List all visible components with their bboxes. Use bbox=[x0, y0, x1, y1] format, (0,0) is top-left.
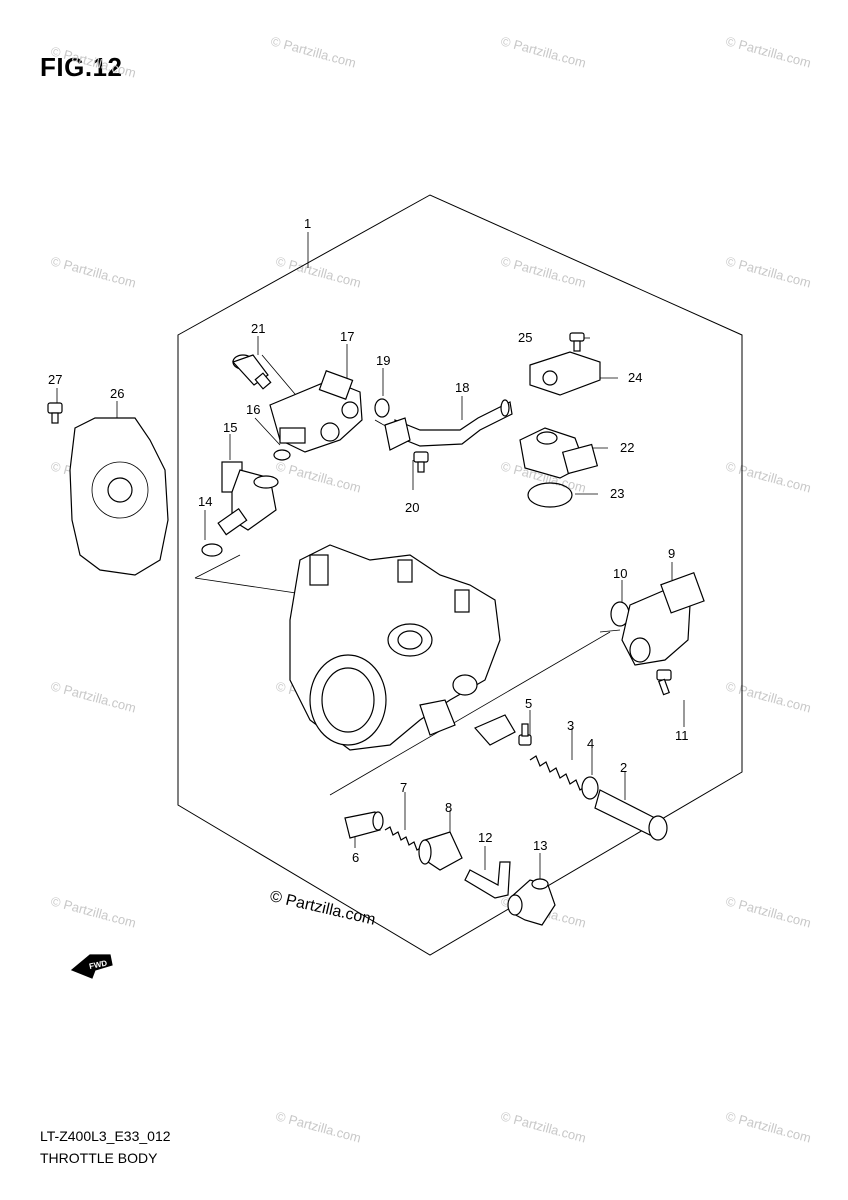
watermark: © Partzilla.com bbox=[499, 1108, 588, 1145]
callout-13: 13 bbox=[533, 838, 547, 853]
part-7-spring bbox=[384, 826, 423, 851]
assembly-outline bbox=[177, 194, 743, 956]
watermark: © Partzilla.com bbox=[49, 678, 138, 715]
watermark: © Partzilla.com bbox=[724, 678, 813, 715]
callout-1: 1 bbox=[304, 216, 311, 231]
callout-21: 21 bbox=[251, 321, 265, 336]
part-22-sensor bbox=[519, 427, 599, 479]
part-6-plunger bbox=[344, 811, 384, 839]
part-12-hose bbox=[464, 861, 511, 899]
watermark: © Partzilla.com bbox=[499, 33, 588, 70]
part-25-screw bbox=[569, 332, 585, 352]
figure-title: FIG.12 bbox=[40, 52, 123, 82]
callout-26: 26 bbox=[110, 386, 124, 401]
callout-16: 16 bbox=[246, 402, 260, 417]
callout-24: 24 bbox=[628, 370, 642, 385]
part-4-o-ring bbox=[581, 776, 599, 800]
callout-12: 12 bbox=[478, 830, 492, 845]
part-8-nut bbox=[418, 831, 463, 871]
callout-7: 7 bbox=[400, 780, 407, 795]
part-2-screw bbox=[594, 789, 668, 841]
callout-19: 19 bbox=[376, 353, 390, 368]
part-17-delivery-pipe bbox=[269, 370, 363, 453]
part-14-o-ring bbox=[201, 543, 223, 557]
part-27-screw bbox=[47, 402, 63, 424]
callout-3: 3 bbox=[567, 718, 574, 733]
watermark: © Partzilla.com bbox=[724, 1108, 813, 1145]
callout-6: 6 bbox=[352, 850, 359, 865]
callout-5: 5 bbox=[525, 696, 532, 711]
model-code: LT-Z400L3_E33_012 bbox=[40, 1128, 171, 1144]
part-5-screw bbox=[518, 723, 532, 746]
callout-15: 15 bbox=[223, 420, 237, 435]
watermark: © Partzilla.com bbox=[49, 253, 138, 290]
part-16-o-ring bbox=[273, 449, 291, 461]
callout-9: 9 bbox=[668, 546, 675, 561]
part-18-fuel-hose bbox=[384, 399, 513, 451]
callout-27: 27 bbox=[48, 372, 62, 387]
callout-14: 14 bbox=[198, 494, 212, 509]
callout-17: 17 bbox=[340, 329, 354, 344]
callout-23: 23 bbox=[610, 486, 624, 501]
watermark: © Partzilla.com bbox=[269, 33, 358, 70]
part-24-bracket bbox=[529, 351, 601, 396]
callout-20: 20 bbox=[405, 500, 419, 515]
section-title: THROTTLE BODY bbox=[40, 1150, 158, 1166]
watermark: © Partzilla.com bbox=[724, 893, 813, 930]
callout-10: 10 bbox=[613, 566, 627, 581]
part-3-spring bbox=[529, 755, 587, 791]
callout-11: 11 bbox=[675, 728, 689, 743]
watermark: © Partzilla.com bbox=[274, 253, 363, 290]
callout-8: 8 bbox=[445, 800, 452, 815]
part-26-cover-hole bbox=[107, 477, 133, 503]
watermark: © Partzilla.com bbox=[274, 1108, 363, 1145]
watermark: © Partzilla.com bbox=[724, 458, 813, 495]
part-20-screw bbox=[413, 451, 429, 473]
part-5-plate bbox=[474, 714, 516, 746]
watermark: © Partzilla.com bbox=[499, 253, 588, 290]
part-1-throttle-body bbox=[289, 544, 501, 751]
part-15-injector bbox=[217, 461, 279, 536]
part-13-elbow bbox=[507, 878, 556, 926]
part-19-o-ring bbox=[374, 398, 390, 418]
fwd-label: FWD bbox=[88, 959, 108, 972]
callout-22: 22 bbox=[620, 440, 634, 455]
watermark: © Partzilla.com bbox=[49, 43, 138, 80]
watermark: © Partzilla.com bbox=[724, 33, 813, 70]
part-9-tp-sensor bbox=[621, 571, 705, 666]
callout-25: 25 bbox=[518, 330, 532, 345]
part-11-screw bbox=[656, 669, 672, 696]
part-21-cap bbox=[231, 354, 272, 390]
callout-labels: 1 2 3 4 5 6 7 8 9 10 11 12 13 14 15 16 1… bbox=[48, 216, 689, 865]
fwd-arrow-icon: FWD bbox=[70, 954, 113, 979]
callout-4: 4 bbox=[587, 736, 594, 751]
part-23-o-ring bbox=[527, 482, 573, 508]
callout-18: 18 bbox=[455, 380, 469, 395]
watermark: © Partzilla.com bbox=[49, 893, 138, 930]
watermark: © Partzilla.com bbox=[724, 253, 813, 290]
parts: FWD bbox=[47, 332, 705, 979]
watermark: © Partzilla.com bbox=[274, 458, 363, 495]
callout-2: 2 bbox=[620, 760, 627, 775]
